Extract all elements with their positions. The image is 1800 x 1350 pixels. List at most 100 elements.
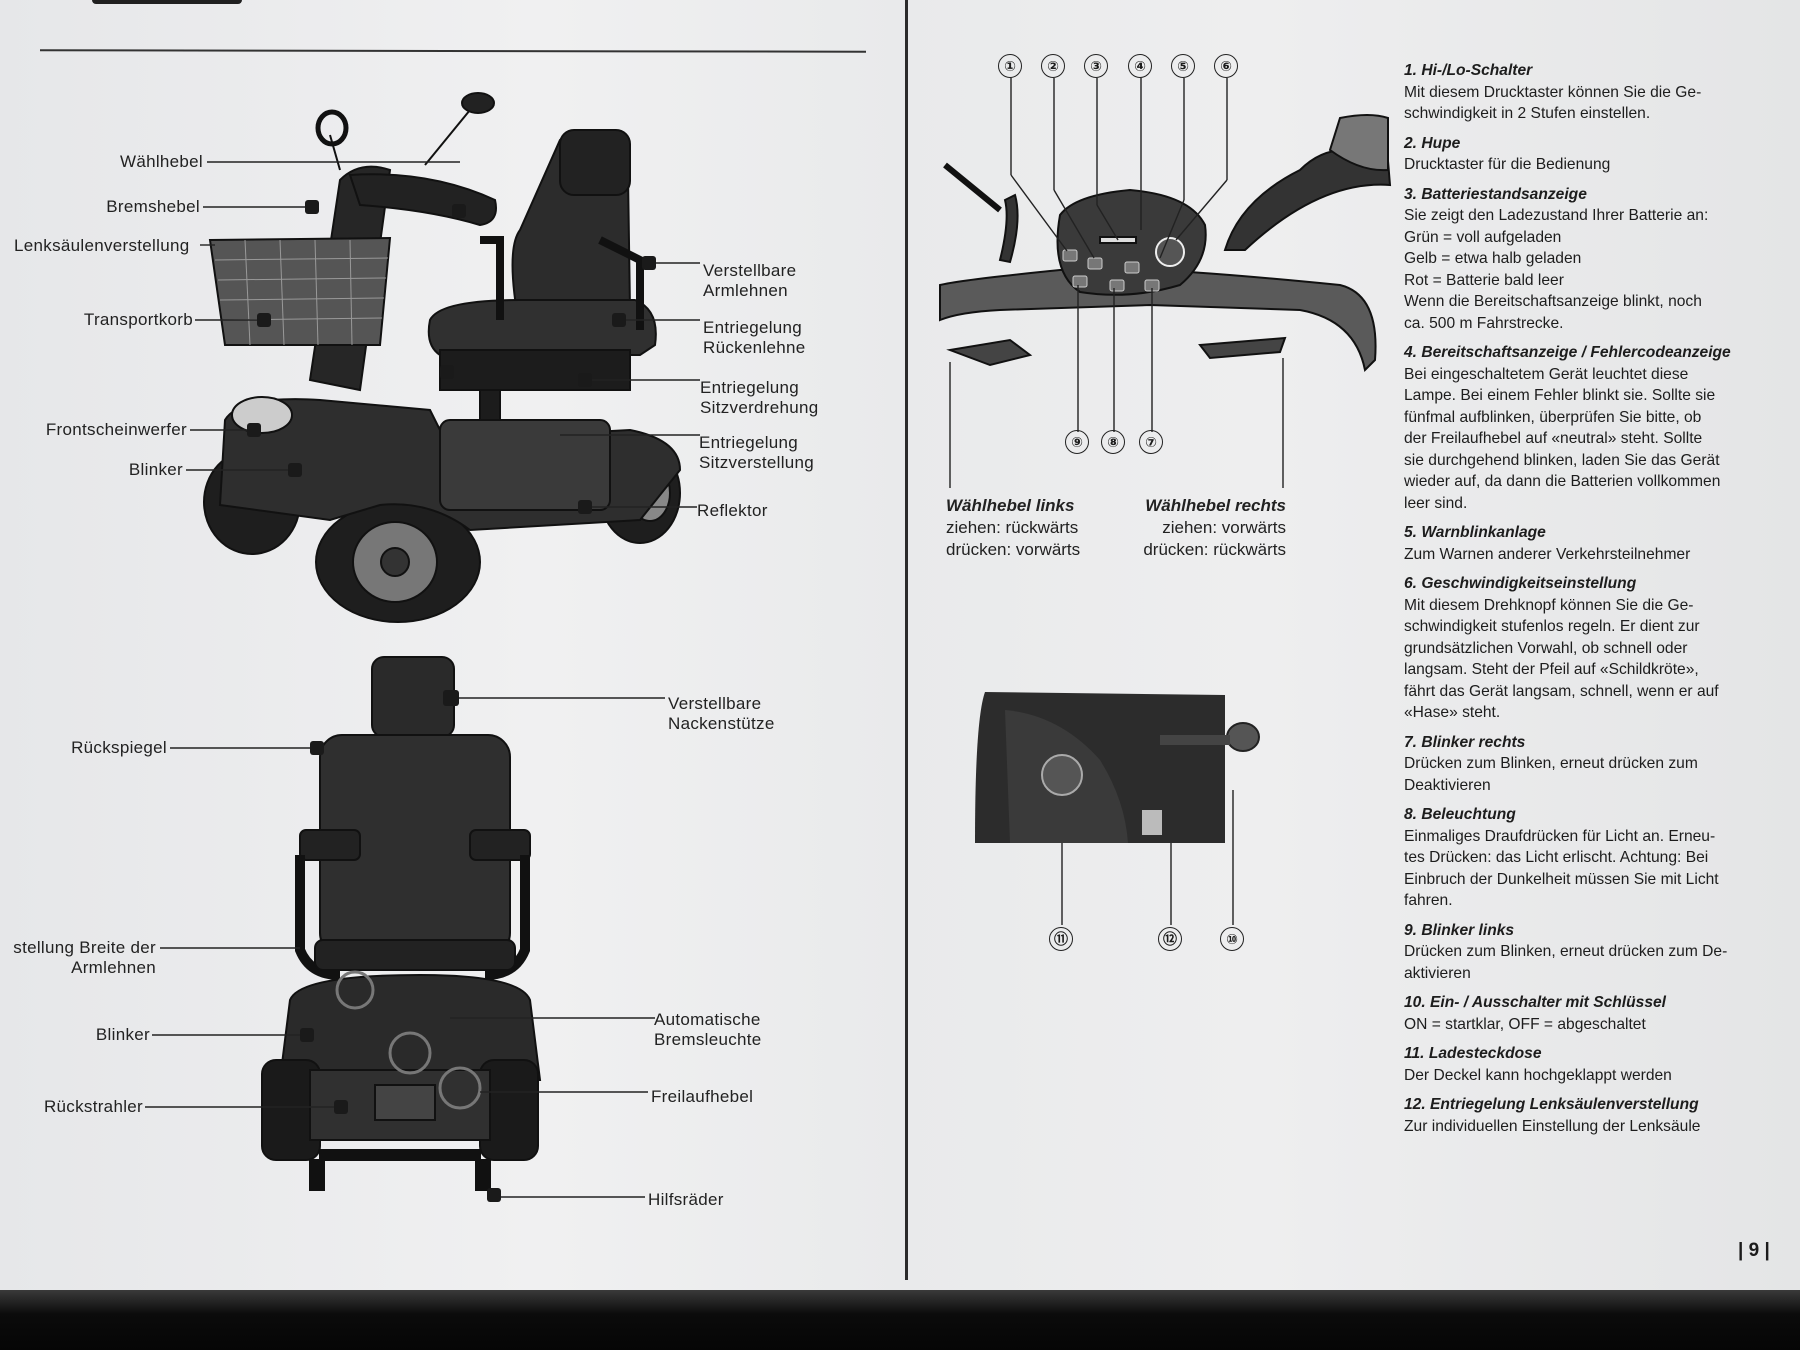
label-bremsleuchte: Automatische Bremsleuchte	[654, 1010, 762, 1049]
item-text: fahren.	[1404, 892, 1453, 909]
label-hilfsraeder: Hilfsräder	[648, 1190, 724, 1209]
callout-7: ⑦	[1139, 430, 1163, 454]
marker-dots	[247, 200, 656, 1202]
item-title: 2. Hupe	[1404, 134, 1461, 152]
label-bremshebel: Bremshebel	[106, 197, 200, 216]
label-rueckenlehne: Entriegelung Rückenlehne	[703, 318, 806, 357]
caption-left-title: Wählhebel links	[946, 496, 1075, 515]
item-text: Drücken zum Blinken, erneut drücken zum	[1404, 755, 1698, 772]
caption-waehlhebel-rechts: Wählhebel rechts ziehen: vorwärts drücke…	[1120, 495, 1286, 561]
callout-11: ⑪	[1049, 927, 1073, 951]
item-6: 6. Geschwindigkeitseinstellung Mit diese…	[1404, 573, 1776, 724]
item-text: aktivieren	[1404, 964, 1471, 982]
control-panel-illustration	[939, 114, 1392, 373]
label-rueckstrahler: Rückstrahler	[43, 1097, 143, 1116]
caption-right-line2: drücken: rückwärts	[1143, 540, 1286, 559]
item-text: langsam. Steht der Pfeil auf «Schildkröt…	[1404, 661, 1699, 678]
item-title: 11. Ladesteckdose	[1404, 1045, 1542, 1062]
item-title: 10. Ein- / Ausschalter mit Schlüssel	[1404, 994, 1667, 1011]
item-title: 9. Blinker links	[1404, 921, 1515, 939]
item-title: 12. Entriegelung Lenksäulenverstellung	[1404, 1096, 1699, 1113]
caption-waehlhebel-links: Wählhebel links ziehen: rückwärts drücke…	[946, 495, 1106, 561]
item-text: fährt das Gerät langsam, schnell, wenn e…	[1404, 682, 1719, 700]
item-text: Grün = voll aufgeladen	[1404, 228, 1562, 246]
item-text: Gelb = etwa halb geladen	[1404, 250, 1582, 267]
item-text: Deaktivieren	[1404, 776, 1491, 794]
item-2: 2. Hupe Drucktaster für die Bedienung	[1404, 133, 1776, 176]
label-waehlhebel: Wählhebel	[119, 152, 203, 171]
scooter-rear-illustration	[261, 656, 542, 1191]
item-text: Zum Warnen anderer Verkehrsteilnehmer	[1404, 545, 1691, 563]
item-text: Der Deckel kann hochgeklappt werden	[1404, 1066, 1672, 1084]
item-1: 1. Hi-/Lo-Schalter Mit diesem Drucktaste…	[1404, 60, 1776, 125]
callout-5: ⑤	[1171, 54, 1195, 78]
item-text: Drucktaster für die Bedienung	[1404, 156, 1611, 173]
item-text: Bei eingeschaltetem Gerät leuchtet diese	[1404, 365, 1689, 383]
item-title: 6. Geschwindigkeitseinstellung	[1404, 575, 1637, 592]
cut-off-heading	[92, 0, 242, 4]
callout-4: ④	[1128, 54, 1152, 78]
item-title: 8. Beleuchtung	[1404, 806, 1516, 823]
item-11: 11. Ladesteckdose Der Deckel kann hochge…	[1404, 1043, 1776, 1086]
label-lenksaeule: Lenksäulenverstellung	[14, 236, 190, 255]
callout-6: ⑥	[1214, 54, 1238, 78]
caption-left-line1: ziehen: rückwärts	[946, 518, 1079, 537]
caption-right-line1: ziehen: vorwärts	[1162, 518, 1286, 537]
callout-9: ⑨	[1065, 430, 1089, 454]
desk-shadow	[0, 1290, 1800, 1350]
item-text: schwindigkeit in 2 Stufen einstellen.	[1404, 105, 1651, 122]
callout-8: ⑧	[1101, 430, 1125, 454]
label-armlehnen: Verstellbare Armlehnen	[703, 261, 797, 300]
item-text: Rot = Batterie bald leer	[1404, 271, 1564, 289]
item-3: 3. Batteriestandsanzeige Sie zeigt den L…	[1404, 184, 1776, 335]
label-sitzverdrehung: Entriegelung Sitzverdrehung	[700, 378, 819, 417]
label-blinker-rear: Blinker	[95, 1025, 150, 1044]
item-12: 12. Entriegelung Lenksäulenverstellung Z…	[1404, 1094, 1776, 1137]
item-text: leer sind.	[1404, 494, 1468, 512]
item-text: grundsätzlichen Vorwahl, ob schnell oder	[1404, 639, 1688, 657]
leader-lines-left	[145, 161, 700, 1198]
item-text: der Freilaufhebel auf «neutral» steht. S…	[1404, 430, 1703, 447]
label-reflektor: Reflektor	[697, 501, 768, 520]
item-9: 9. Blinker links Drücken zum Blinken, er…	[1404, 920, 1776, 985]
item-text: sie durchgehend blinken, laden Sie das G…	[1404, 451, 1720, 469]
item-text: tes Drücken: das Licht erlischt. Achtung…	[1404, 849, 1709, 866]
item-text: schwindigkeit stufenlos regeln. Er dient…	[1404, 618, 1700, 635]
item-title: 5. Warnblinkanlage	[1404, 524, 1546, 541]
label-sitzverstellung: Entriegelung Sitzverstellung	[699, 433, 815, 472]
callout-10: ⑩	[1220, 927, 1244, 951]
item-text: Einbruch der Dunkelheit müssen Sie mit L…	[1404, 870, 1719, 888]
item-text: Mit diesem Drucktaster können Sie die Ge…	[1404, 83, 1702, 101]
page-number: | 9 |	[1738, 1240, 1770, 1261]
item-text: Mit diesem Drehknopf können Sie die Ge-	[1404, 596, 1694, 614]
scooter-side-illustration	[203, 92, 682, 623]
callout-2: ②	[1041, 54, 1065, 78]
label-rueckspiegel: Rückspiegel	[71, 738, 167, 757]
item-8: 8. Beleuchtung Einmaliges Draufdrücken f…	[1404, 804, 1776, 912]
item-text: ca. 500 m Fahrstrecke.	[1404, 314, 1564, 332]
label-frontscheinwerfer: Frontscheinwerfer	[45, 420, 187, 439]
label-blinker-front: Blinker	[128, 460, 183, 479]
control-leader-lines	[949, 78, 1284, 925]
controls-description-list: 1. Hi-/Lo-Schalter Mit diesem Drucktaste…	[1404, 60, 1776, 1145]
item-title: 3. Batteriestandsanzeige	[1404, 185, 1587, 203]
callout-1: ①	[998, 54, 1022, 78]
caption-left-line2: drücken: vorwärts	[946, 540, 1081, 559]
item-title: 4. Bereitschaftsanzeige / Fehlercodeanze…	[1404, 344, 1731, 361]
item-text: Einmaliges Draufdrücken für Licht an. Er…	[1404, 827, 1716, 845]
page-gutter	[905, 0, 908, 1280]
label-transportkorb: Transportkorb	[83, 310, 193, 329]
item-text: Drücken zum Blinken, erneut drücken zum …	[1404, 943, 1728, 960]
item-title: 7. Blinker rechts	[1404, 733, 1526, 751]
item-text: Lampe. Bei einem Fehler blinkt sie. Soll…	[1404, 387, 1716, 404]
item-text: fünfmal aufblinken, überprüfen Sie bitte…	[1404, 408, 1702, 426]
item-5: 5. Warnblinkanlage Zum Warnen anderer Ve…	[1404, 522, 1776, 565]
item-text: wieder auf, da dann die Batterien vollko…	[1404, 473, 1721, 490]
label-freilaufhebel: Freilaufhebel	[651, 1087, 754, 1106]
item-text: ON = startklar, OFF = abgeschaltet	[1404, 1015, 1646, 1033]
item-10: 10. Ein- / Ausschalter mit Schlüssel ON …	[1404, 992, 1776, 1035]
caption-right-title: Wählhebel rechts	[1145, 496, 1286, 515]
charging-socket-illustration	[975, 692, 1260, 843]
callout-3: ③	[1084, 54, 1108, 78]
